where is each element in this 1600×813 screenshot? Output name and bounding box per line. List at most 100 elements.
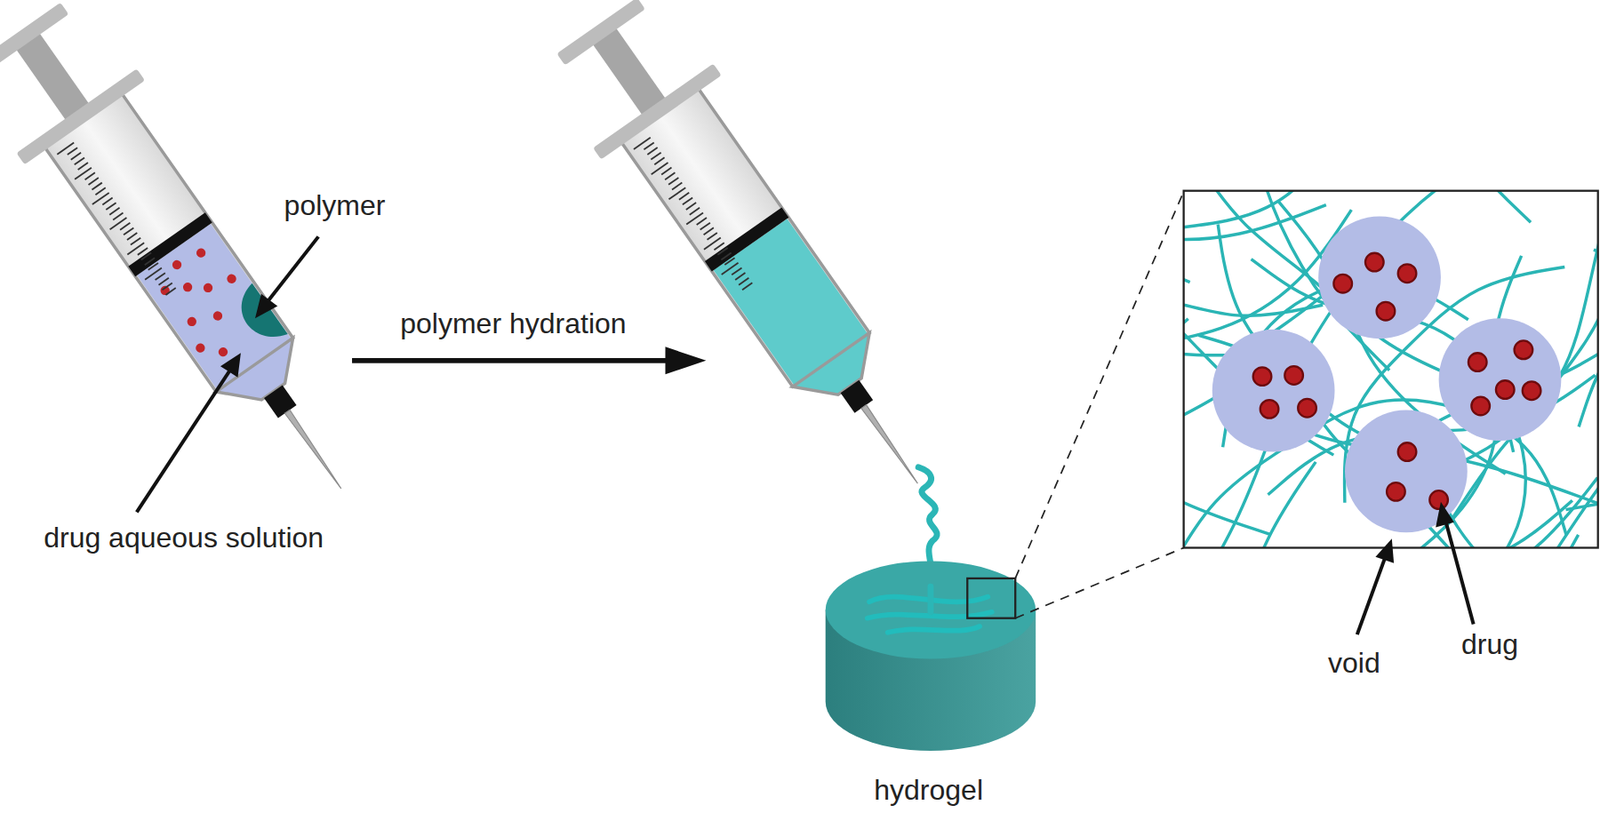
graduation-marks bbox=[165, 288, 176, 296]
drug-dots bbox=[211, 309, 224, 322]
syringe bbox=[216, 337, 312, 419]
graduation-marks bbox=[717, 248, 728, 256]
drug-particle bbox=[1333, 274, 1352, 294]
graduation-marks bbox=[148, 263, 159, 271]
graduation-marks bbox=[704, 227, 714, 235]
leader-arrow bbox=[136, 369, 232, 513]
graduation-marks bbox=[672, 183, 682, 191]
drug-particle bbox=[1398, 264, 1417, 283]
drug-particle bbox=[1253, 253, 1542, 510]
graduation-marks bbox=[661, 168, 672, 176]
polymer-blob bbox=[229, 283, 288, 351]
void bbox=[1439, 318, 1562, 441]
drug-dots bbox=[170, 258, 184, 272]
graduation-marks bbox=[105, 202, 116, 210]
graduation-marks bbox=[682, 197, 693, 205]
syringe bbox=[616, 81, 870, 387]
graduation-marks bbox=[88, 177, 99, 185]
label: void bbox=[1328, 648, 1381, 680]
zoom-lines bbox=[1015, 192, 1184, 619]
graduation-marks bbox=[137, 248, 148, 256]
void bbox=[1212, 329, 1336, 453]
drug-dots bbox=[181, 280, 194, 294]
void bbox=[1212, 216, 1562, 533]
polymer-fibers bbox=[1184, 447, 1288, 549]
polymer-fibers bbox=[1184, 462, 1317, 549]
hydrogel-cylinder bbox=[967, 578, 1016, 619]
drug-dots bbox=[193, 341, 207, 354]
syringe bbox=[556, 0, 645, 66]
syringe bbox=[592, 64, 722, 160]
leader-arrow bbox=[1357, 502, 1474, 635]
graduation-marks bbox=[120, 223, 130, 231]
graduation-marks bbox=[679, 192, 689, 200]
syringe bbox=[284, 409, 344, 490]
graduation-marks bbox=[74, 157, 85, 165]
drug-particle bbox=[1496, 380, 1515, 400]
drug-dots bbox=[224, 272, 238, 286]
graduation-marks bbox=[650, 152, 661, 160]
graduation-marks bbox=[112, 212, 123, 220]
drug-dots bbox=[159, 284, 172, 297]
syringe bbox=[40, 87, 294, 392]
drug-particle bbox=[1376, 302, 1396, 321]
graduation-marks bbox=[689, 208, 700, 216]
graduation-marks bbox=[155, 272, 166, 280]
syringe bbox=[0, 2, 69, 71]
drug-dots bbox=[185, 315, 199, 328]
zoom-lines bbox=[1015, 192, 1184, 579]
syringe bbox=[16, 68, 145, 165]
graduation-marks bbox=[696, 217, 707, 225]
drug-particle bbox=[1468, 352, 1488, 372]
graduation-marks bbox=[633, 137, 752, 296]
hydrogel-cylinder bbox=[825, 560, 1036, 659]
graduation-marks bbox=[78, 162, 88, 170]
polymer-fibers bbox=[1582, 191, 1599, 310]
syringe bbox=[536, 0, 978, 526]
syringe bbox=[0, 0, 401, 531]
leader-arrow bbox=[136, 236, 319, 512]
label-holder: polymer hydration bbox=[400, 308, 626, 340]
drug-particle bbox=[1471, 397, 1490, 416]
graduation-marks bbox=[707, 232, 718, 240]
polymer-fibers bbox=[1566, 485, 1599, 548]
label-holder: hydrogel bbox=[873, 775, 984, 807]
graduation-marks bbox=[56, 142, 176, 300]
graduation-marks bbox=[127, 232, 137, 240]
zoom-lines bbox=[1015, 547, 1184, 618]
label-holder: drug aqueous solution bbox=[43, 523, 324, 555]
polymer-fibers bbox=[1184, 191, 1230, 356]
zoom-frame-ground bbox=[1184, 191, 1599, 549]
graduation-marks bbox=[123, 227, 134, 235]
graduation-marks bbox=[141, 253, 152, 261]
leader-arrow bbox=[255, 294, 278, 320]
drug-particle bbox=[1365, 253, 1384, 272]
graduation-marks bbox=[664, 172, 675, 180]
label: drug bbox=[1461, 628, 1519, 661]
hydrogel-cylinder bbox=[927, 586, 934, 613]
polymer-fibers bbox=[1184, 191, 1599, 549]
leader-arrow bbox=[1435, 502, 1455, 528]
label-holder: void bbox=[1328, 648, 1381, 680]
drug-dots bbox=[194, 246, 208, 259]
syringe bbox=[704, 208, 789, 272]
graduation-marks bbox=[91, 183, 102, 191]
leader-arrow bbox=[1445, 518, 1474, 624]
graduation-marks bbox=[724, 257, 735, 265]
drug-particle bbox=[1429, 490, 1448, 510]
polymer-fibers bbox=[1578, 191, 1599, 428]
label: drug aqueous solution bbox=[43, 522, 324, 555]
zoom-frame bbox=[1184, 191, 1599, 549]
graduation-marks bbox=[130, 238, 141, 246]
process-arrow bbox=[664, 346, 706, 375]
process-arrow bbox=[352, 358, 671, 364]
graduation-marks bbox=[668, 177, 679, 185]
syringe bbox=[128, 212, 212, 277]
drug-particle bbox=[1253, 367, 1272, 386]
syringe bbox=[792, 333, 889, 415]
drug-dots bbox=[216, 345, 230, 359]
leader-arrow bbox=[1375, 538, 1394, 564]
